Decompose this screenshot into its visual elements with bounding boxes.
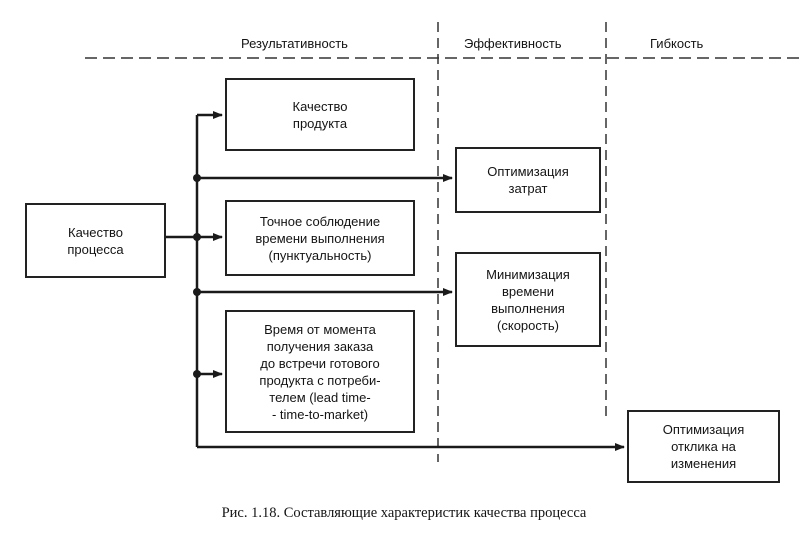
figure-caption: Рис. 1.18. Составляющие характеристик ка… — [221, 505, 587, 521]
box-lead-time-label: Время от момента получения заказа до вст… — [259, 321, 381, 422]
box-lead-time: Время от момента получения заказа до вст… — [225, 310, 415, 433]
junction-dot — [193, 288, 201, 296]
column-header-efficiency: Эффективность — [464, 36, 562, 51]
column-header-results: Результативность — [241, 36, 348, 51]
column-header-flexibility: Гибкость — [650, 36, 704, 51]
box-response-optimization-label: Оптимизация отклика на изменения — [662, 422, 745, 471]
junction-dot — [193, 174, 201, 182]
box-cost-optimization: Оптимизация затрат — [455, 147, 601, 213]
box-time-minimization: Минимизация времени выполнения (скорость… — [455, 252, 601, 347]
box-process-quality-label: Качество процесса — [67, 224, 124, 257]
box-product-quality-label: Качество продукта — [292, 98, 348, 131]
box-response-optimization: Оптимизация отклика на изменения — [627, 410, 780, 483]
box-product-quality: Качество продукта — [225, 78, 415, 151]
box-punctuality-label: Точное соблюдение времени выполнения (пу… — [255, 213, 385, 263]
box-time-minimization-label: Минимизация времени выполнения (скорость… — [486, 266, 570, 333]
box-process-quality: Качество процесса — [25, 203, 166, 278]
junction-dot — [193, 370, 201, 378]
box-cost-optimization-label: Оптимизация затрат — [487, 164, 569, 196]
junction-dot — [193, 233, 201, 241]
box-punctuality: Точное соблюдение времени выполнения (пу… — [225, 200, 415, 276]
